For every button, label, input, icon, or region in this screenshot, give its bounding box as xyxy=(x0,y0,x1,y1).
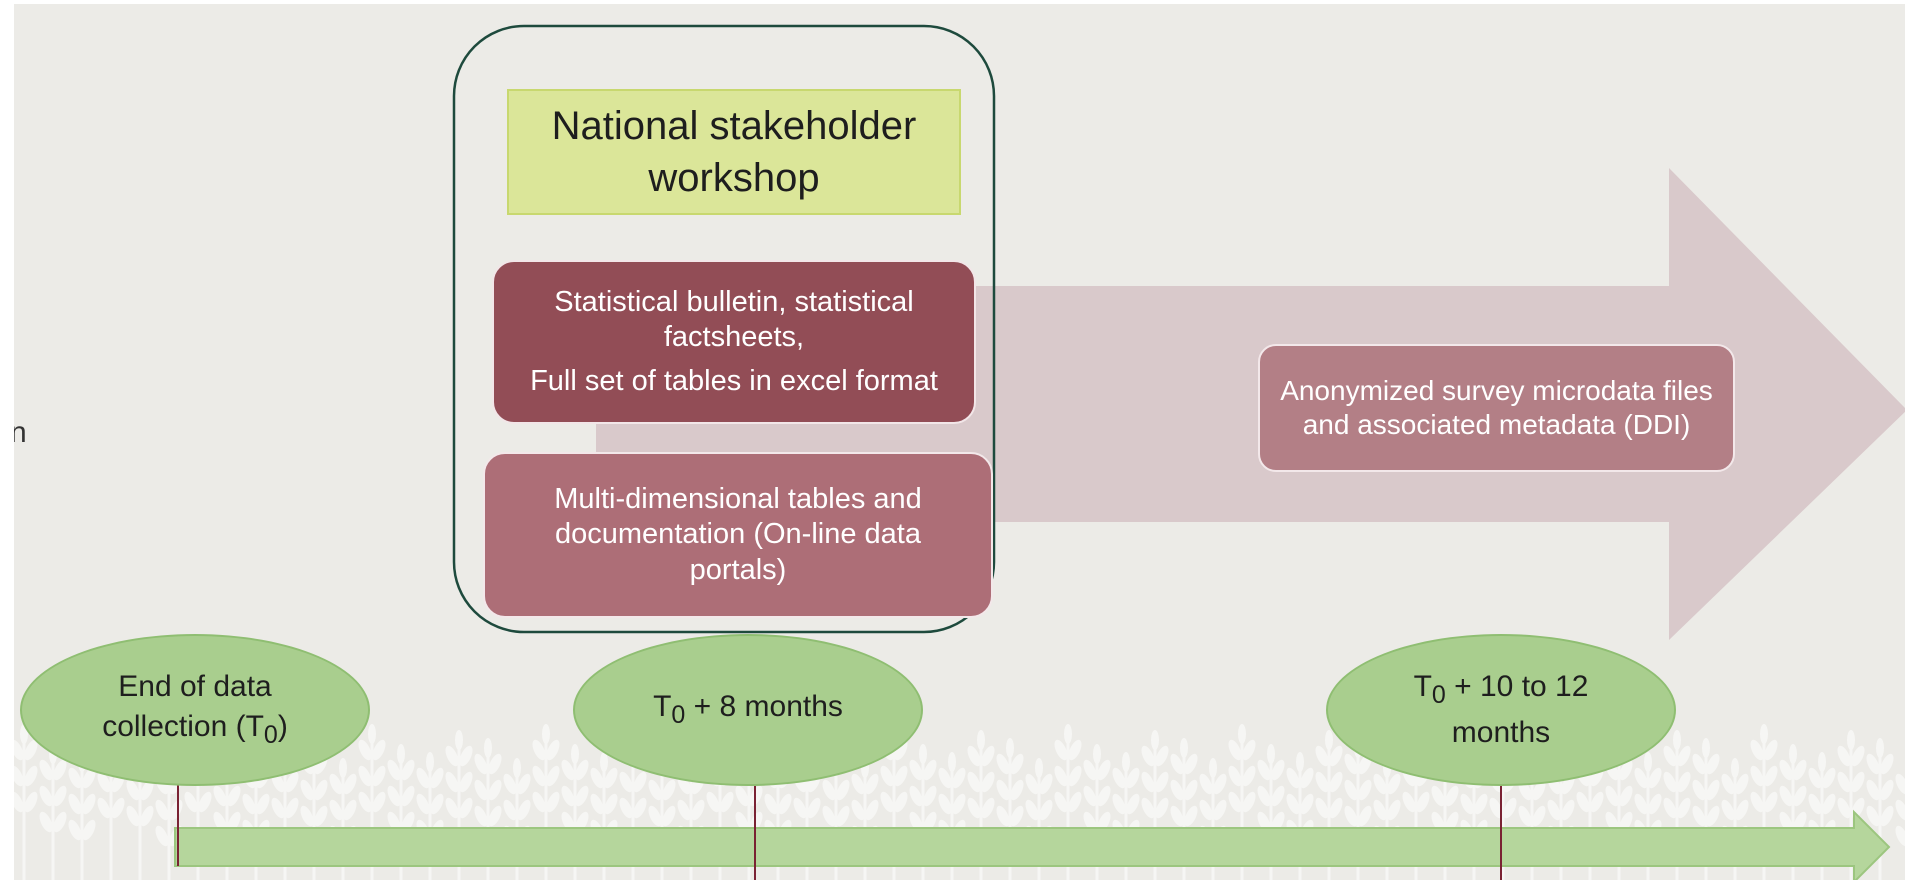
bulletin-line-1: Statistical bulletin, statistical factsh… xyxy=(554,285,914,354)
milestone-1-line-1: End of data xyxy=(118,669,272,703)
milestone-3-line-2: months xyxy=(1451,715,1551,749)
milestone-1-suffix: ) xyxy=(277,710,288,744)
milestone-1-subscript: 0 xyxy=(263,721,278,750)
clipped-edge-text: n xyxy=(14,416,27,449)
data-portal-label: Multi-dimensional tables and documentati… xyxy=(554,482,922,586)
milestone-end-of-collection: End of data collection (T0) xyxy=(20,634,370,786)
microdata-box: Anonymized survey microdata files and as… xyxy=(1258,344,1735,472)
milestone-3-subscript: 0 xyxy=(1431,680,1446,709)
bulletin-line-2: Full set of tables in excel format xyxy=(530,364,938,397)
milestone-3-line-1: T0 + 10 to 12 xyxy=(1414,667,1589,713)
milestone-2-line: T0 + 8 months xyxy=(653,687,843,733)
milestone-3-prefix: T xyxy=(1413,669,1432,703)
milestone-3-suffix: + 10 to 12 xyxy=(1445,669,1589,703)
statistical-bulletin-box: Statistical bulletin, statistical factsh… xyxy=(492,260,976,424)
data-portal-box: Multi-dimensional tables and documentati… xyxy=(483,452,993,618)
timeline-arrow xyxy=(174,809,1891,880)
milestone-8-months: T0 + 8 months xyxy=(573,634,923,786)
milestone-1-line-2: collection (T0) xyxy=(102,707,288,753)
diagram-canvas: n National stakeholder wor xyxy=(14,4,1905,880)
milestone-1-text: collection (T xyxy=(102,710,264,744)
stakeholder-workshop-label: National stakeholder workshop xyxy=(551,104,917,200)
milestone-2-prefix: T xyxy=(653,690,672,724)
group-outline xyxy=(452,24,996,634)
milestone-2-subscript: 0 xyxy=(671,701,686,730)
milestone-10-to-12-months: T0 + 10 to 12 months xyxy=(1326,634,1676,786)
stakeholder-workshop-box: National stakeholder workshop xyxy=(507,89,961,215)
microdata-label: Anonymized survey microdata files and as… xyxy=(1280,374,1713,440)
milestone-2-suffix: + 8 months xyxy=(685,690,843,724)
